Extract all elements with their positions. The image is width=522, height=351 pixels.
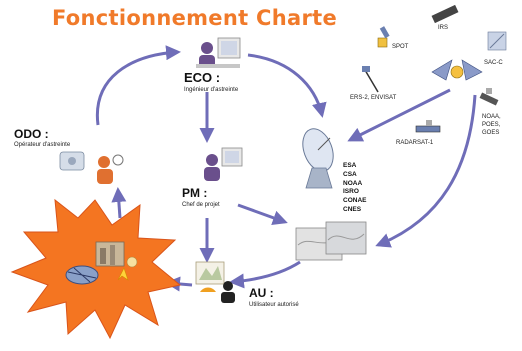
imagery-icon [295,221,367,261]
diagram-title: Fonctionnement Charte [52,6,338,30]
satellite-radarsat-label: RADARSAT-1 [396,140,434,146]
satellite-spot-label: SPOT [392,44,409,50]
arrow-pm-to-imagery [237,203,288,225]
au-person-icon [195,261,235,303]
agency-item: CNES [343,205,362,213]
antenna-icon [302,128,334,189]
pm-label: PM : [182,186,208,200]
pm-person-icon [204,147,243,181]
satellite-irs-label: IRS [438,25,449,31]
arrow-disaster-to-odo [111,187,127,219]
eco-person-icon [196,37,241,68]
satellite-spot-icon [377,26,390,48]
agency-list: ESA CSA NOAA ISRO CONAE CNES [343,162,366,215]
satellite-radarsat-icon [415,120,441,133]
satellite-ers-label: ERS-2, ENVISAT [350,95,397,101]
satellite-noaa-label: NOAA, POES, GOES [482,114,501,136]
pm-description: Chef de projet [182,202,220,208]
satellite-irs-icon [431,4,459,24]
agency-item: NOAA [343,179,363,187]
disaster-burst [10,198,182,340]
arrow-satellites-to-antenna [347,88,451,142]
arrow-eco-to-antenna [247,53,327,118]
agency-item: CSA [343,170,357,178]
satellite-constellation-icon [431,59,483,81]
satellite-ers-icon [362,66,379,93]
eco-description: Ingénieur d'astreinte [184,87,239,93]
odo-label: ODO : [14,127,49,141]
satellite-sac-c-icon [487,31,507,51]
agency-item: ISRO [343,188,359,196]
au-description: Utilisateur autorisé [249,302,299,308]
odo-person-icon [59,151,124,184]
odo-description: Opérateur d'astreinte [14,142,71,148]
eco-label: ECO : [184,70,221,85]
au-label: AU : [249,286,274,300]
arrow-imagery-to-au [229,260,301,289]
agency-item: CONAE [343,197,367,205]
satellite-sac-c-label: SAC-C [484,60,503,66]
agency-item: ESA [343,162,357,169]
arrow-satellites-to-imagery [375,94,477,248]
satellite-noaa-icon [479,88,499,106]
arrow-odo-to-eco [95,45,181,126]
